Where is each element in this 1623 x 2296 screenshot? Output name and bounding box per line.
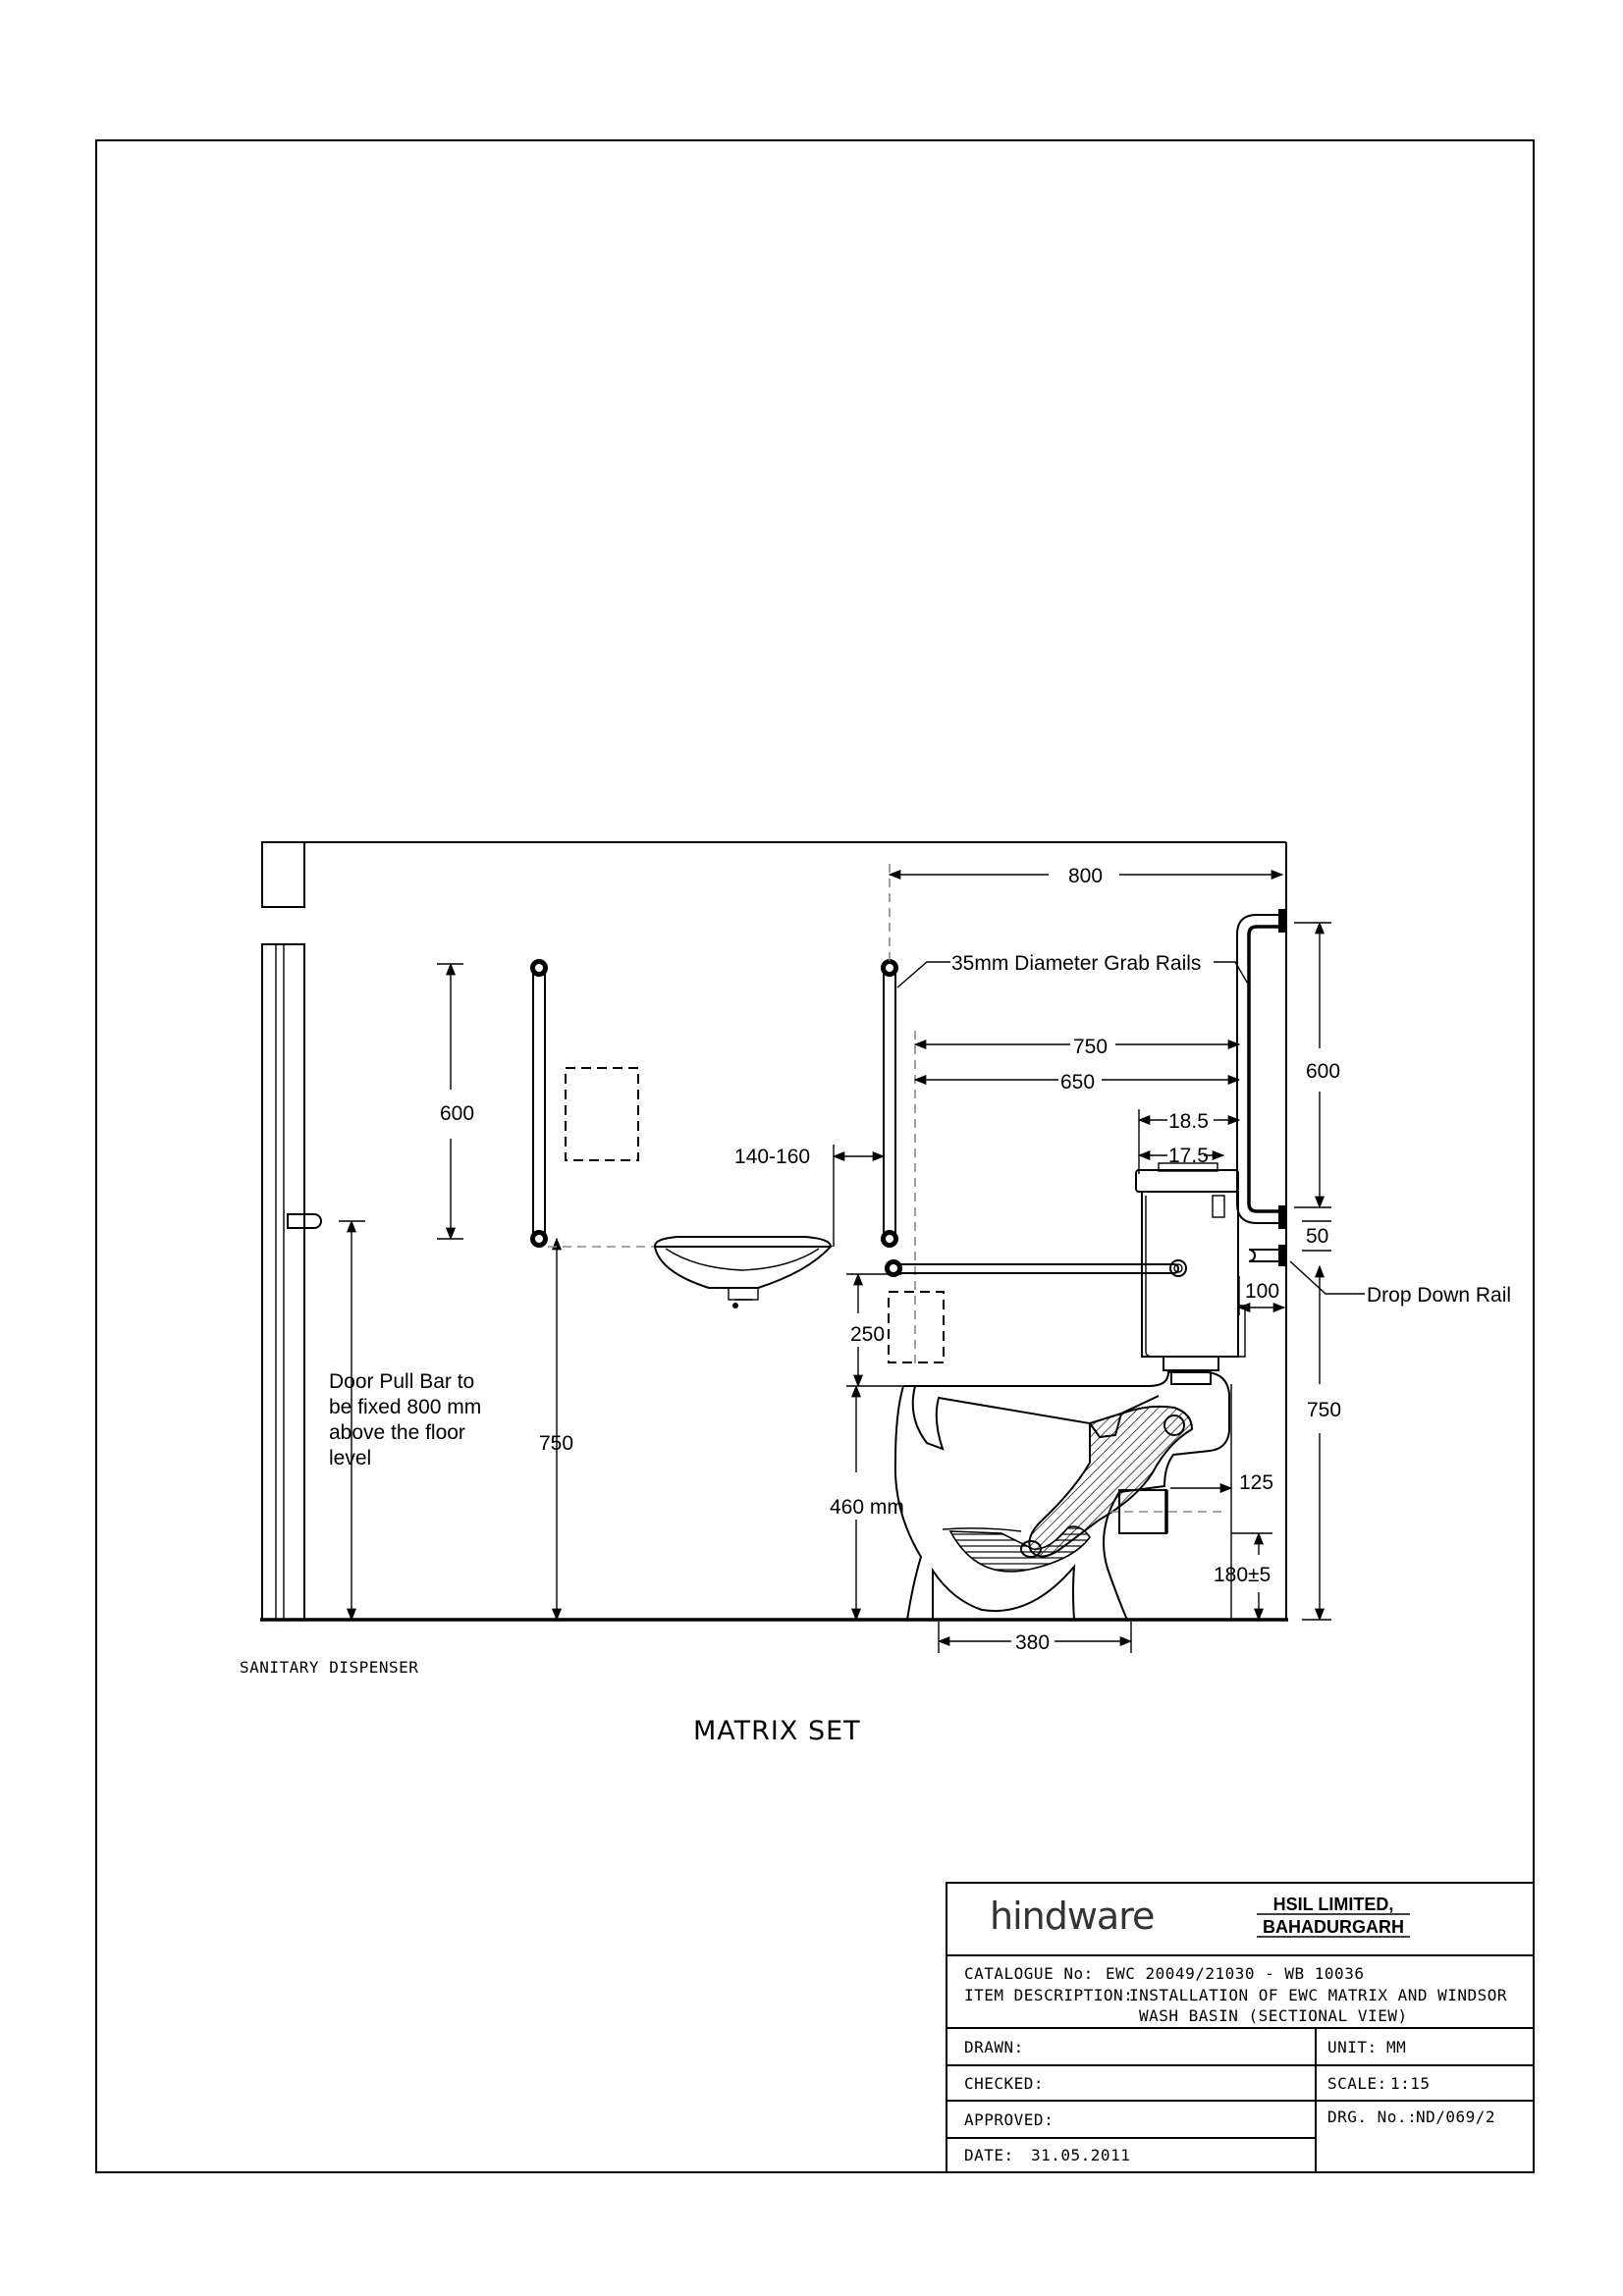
drop-down-rail-label: Drop Down Rail (1367, 1284, 1511, 1307)
dim-250 (846, 1272, 913, 1388)
toilet-pan (893, 1371, 1230, 1621)
dim-600-right (1294, 921, 1331, 1209)
set-title: MATRIX SET (693, 1716, 861, 1746)
door-note-dimension (339, 1219, 365, 1622)
grab-rails-leader (896, 961, 1250, 988)
item-description-line-1: INSTALLATION OF EWC MATRIX AND WINDSOR (1129, 1986, 1507, 2004)
dim-50 (1302, 1220, 1331, 1252)
dim-125 (1170, 1384, 1233, 1620)
dim-100-label: 100 (1245, 1280, 1279, 1303)
dim-140-160-label: 140-160 (734, 1146, 810, 1168)
catalogue-label: CATALOGUE No: (964, 1964, 1094, 1983)
right-grab-rail (881, 959, 898, 1248)
dim-750-right (1302, 1264, 1331, 1622)
dim-800-label: 800 (1068, 865, 1103, 887)
dim-380 (937, 1622, 1133, 1653)
grab-rails-label: 35mm Diameter Grab Rails (951, 952, 1201, 975)
toilet-paper-dispenser-outline (888, 1291, 945, 1363)
dim-600-left (437, 962, 463, 1241)
door-note-line-2: be fixed 800 mm (329, 1396, 481, 1418)
sheet-border (95, 139, 1535, 2173)
dim-140-160 (832, 1031, 916, 1364)
cistern (1135, 1162, 1246, 1385)
scale-value: 1:15 (1390, 2074, 1431, 2093)
drawn-label: DRAWN: (964, 2038, 1024, 2056)
sanitary-dispenser-caption: SANITARY DISPENSER (240, 1658, 418, 1677)
item-description-label: ITEM DESCRIPTION: (964, 1986, 1133, 2004)
left-grab-rail (530, 959, 548, 1248)
door-note-line-1: Door Pull Bar to (329, 1370, 474, 1393)
hindware-logo: hindware (990, 1895, 1154, 1938)
dim-180-label: 180±5 (1214, 1564, 1271, 1586)
dim-600-left-label: 600 (440, 1102, 474, 1125)
title-block (946, 1882, 1535, 2173)
item-description-line-2: WASH BASIN (SECTIONAL VIEW) (1139, 2006, 1408, 2025)
dim-125-label: 125 (1239, 1471, 1273, 1494)
dim-750-top-label: 750 (1073, 1036, 1108, 1058)
door-note-line-3: above the floor (329, 1421, 465, 1444)
checked-label: CHECKED: (964, 2074, 1044, 2093)
dim-750-right-label: 750 (1307, 1399, 1341, 1421)
unit-value: MM (1386, 2038, 1406, 2056)
door-pull-bar (287, 1213, 322, 1229)
sanitary-dispenser-outline (565, 1067, 639, 1161)
drop-down-rail-leader (1289, 1260, 1365, 1295)
scale-label: SCALE: (1327, 2074, 1387, 2093)
company-name-line-2: BAHADURGARH (1263, 1917, 1404, 1937)
dim-18-5-17-5 (1137, 1109, 1241, 1174)
catalogue-value: EWC 20049/21030 - WB 10036 (1106, 1964, 1364, 1983)
dim-600-right-label: 600 (1306, 1060, 1340, 1083)
dim-180 (1231, 1531, 1272, 1622)
room-outline (260, 841, 1288, 1622)
dim-17-5-label: 17.5 (1168, 1145, 1209, 1167)
dim-460-label: 460 mm (830, 1496, 904, 1519)
drg-number-value: ND/069/2 (1416, 2108, 1495, 2126)
dim-650-label: 650 (1060, 1071, 1095, 1094)
company-name-line-1: HSIL LIMITED, (1273, 1895, 1394, 1914)
dim-750-650 (913, 1039, 1241, 1086)
date-value: 31.05.2011 (1031, 2146, 1130, 2164)
dim-50-label: 50 (1306, 1225, 1328, 1248)
wall-grab-rail (1236, 909, 1286, 1229)
approved-label: APPROVED: (964, 2110, 1054, 2129)
wash-basin (653, 1236, 834, 1308)
drop-down-rail (885, 1245, 1286, 1277)
date-label: DATE: (964, 2146, 1014, 2164)
dim-750-left-label: 750 (539, 1432, 573, 1455)
unit-label: UNIT: (1327, 2038, 1378, 2056)
door-note-line-4: level (329, 1447, 371, 1469)
drg-number-label: DRG. No.: (1327, 2108, 1417, 2126)
dim-380-label: 380 (1015, 1631, 1050, 1654)
dim-250-label: 250 (850, 1323, 885, 1346)
dim-18-5-label: 18.5 (1168, 1110, 1209, 1133)
